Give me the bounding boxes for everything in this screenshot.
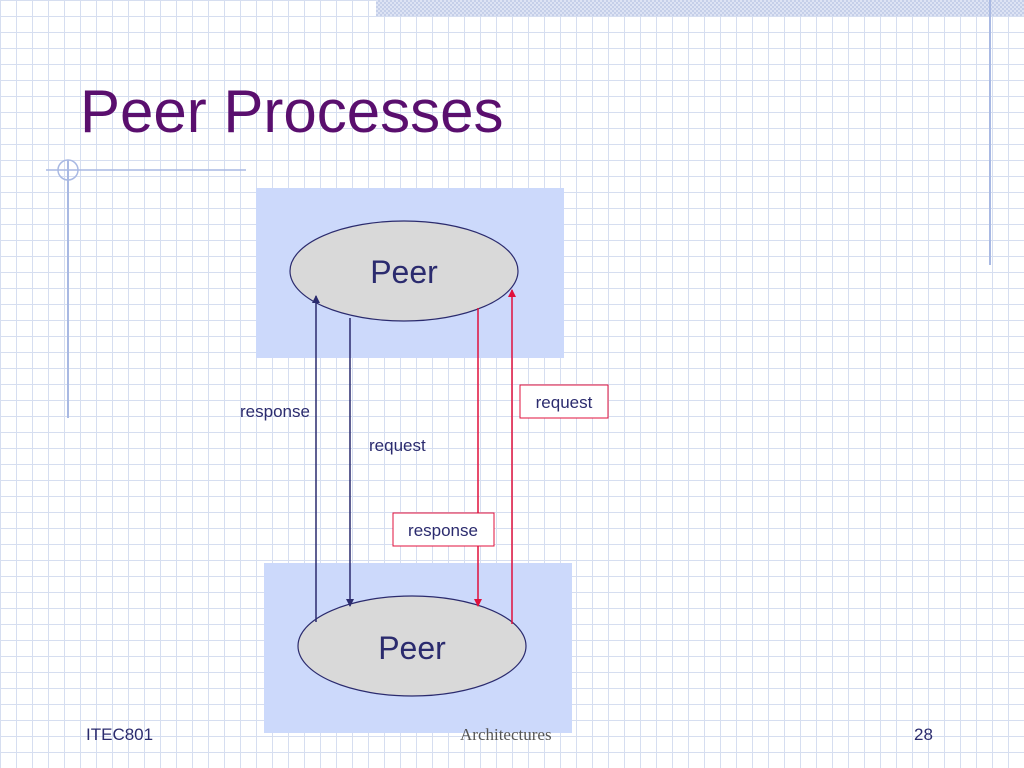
right-request-label-box [519,384,609,419]
slide-title: Peer Processes [80,78,504,145]
top-peer-label: Peer [370,254,438,290]
footer-topic: Architectures [460,725,552,744]
bottom-peer-node: Peer [297,595,527,697]
right-response-label-box [392,512,495,547]
right-decor-rule [989,0,991,265]
left-response-label: response [240,402,310,421]
right-request-label: request [536,393,593,412]
bottom-peer-label: Peer [378,630,446,666]
top-peer-node: Peer [289,220,519,322]
title-crosshair-decor [46,159,246,418]
right-response-label: response [408,521,478,540]
footer-course-code: ITEC801 [86,725,154,744]
left-request-label: request [369,436,426,455]
footer-page-number: 28 [914,725,933,744]
header-decor-band [376,0,1024,16]
